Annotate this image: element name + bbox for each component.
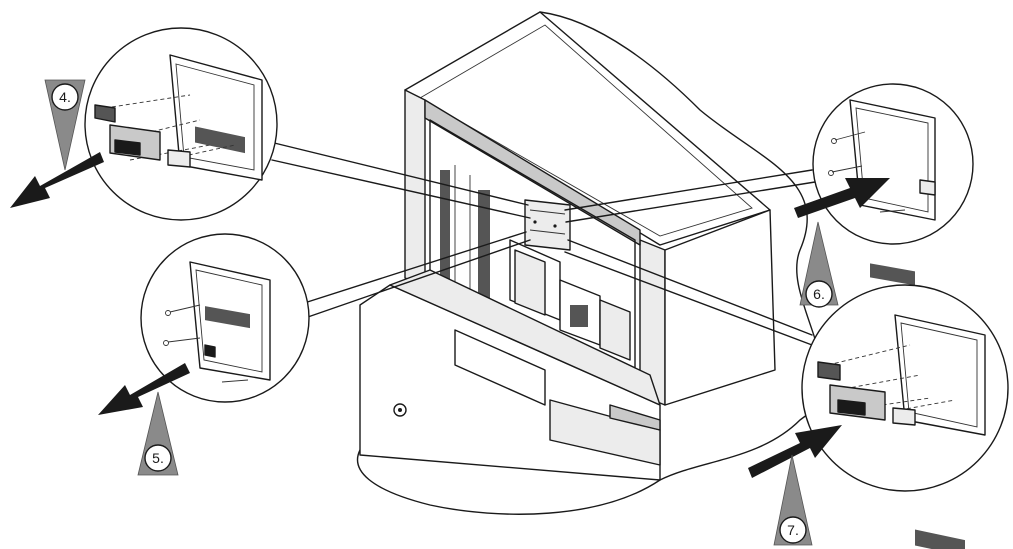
callout-step-4	[84, 27, 278, 221]
step-label-6: 6.	[813, 286, 825, 302]
arrow-step-7	[748, 425, 842, 478]
control-board	[524, 199, 571, 251]
step-badge-5: 5.	[137, 391, 179, 476]
step-badge-7: 7.	[773, 454, 813, 546]
callout-step-6	[812, 83, 974, 286]
arrows	[10, 152, 890, 478]
callout-step-7	[801, 284, 1009, 549]
step-badge-4: 4.	[44, 79, 86, 171]
step-label-5: 5.	[152, 450, 164, 466]
leader-lines	[261, 139, 821, 349]
left-post	[404, 89, 426, 286]
step-label-4: 4.	[59, 89, 71, 105]
arrow-step-6	[794, 178, 890, 218]
step-badge-6: 6.	[799, 221, 839, 308]
right-side-panel	[664, 209, 776, 406]
cabinet	[356, 11, 824, 515]
arrow-step-4	[10, 152, 104, 208]
top-frame	[424, 99, 641, 246]
step-label-7: 7.	[787, 522, 799, 538]
callout-step-5	[140, 233, 310, 403]
arrow-step-5	[98, 363, 190, 415]
